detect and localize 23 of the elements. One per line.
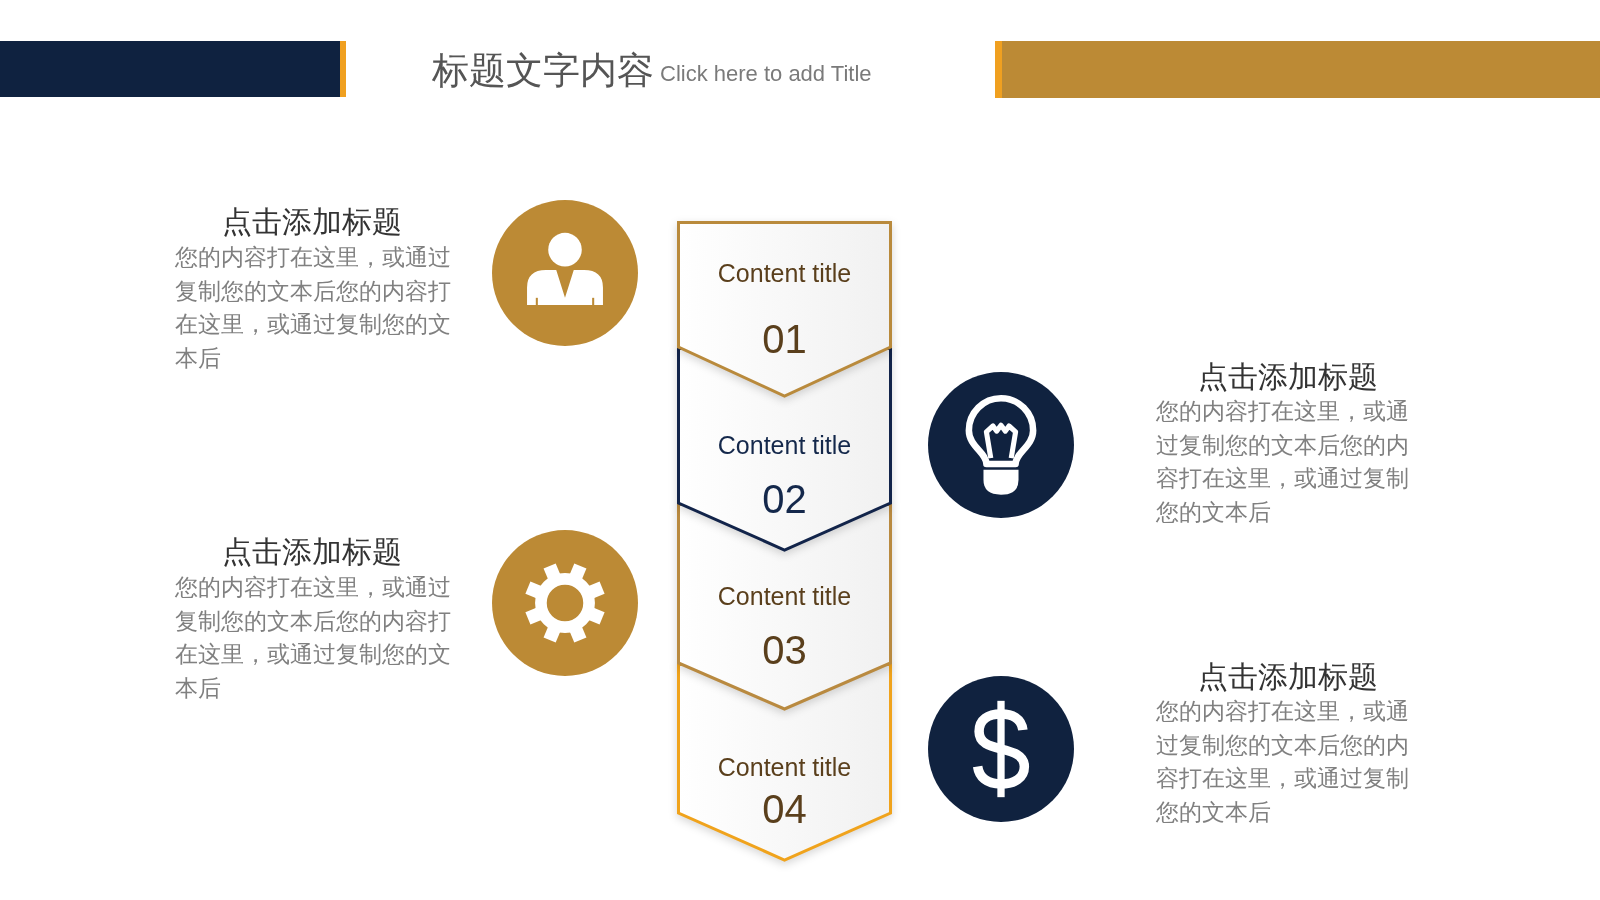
- chevron-shape: [677, 221, 892, 398]
- step-title: Content title: [717, 754, 852, 780]
- step-title: Content title: [717, 432, 852, 458]
- dollar-icon: [928, 676, 1074, 822]
- gear-icon: [492, 530, 638, 676]
- block-heading: 点击添加标题: [222, 537, 402, 567]
- slide-title: 标题文字内容: [432, 52, 654, 89]
- body-text: 您的内容打在这里，或通过复制您的文本后您的内容打在这里，或通过复制您的文本后: [1156, 698, 1410, 827]
- step-title: Content title: [717, 260, 852, 286]
- block-heading: 点击添加标题: [222, 207, 402, 237]
- body-text: 您的内容打在这里，或通过复制您的文本后您的内容打在这里，或通过复制您的文本后: [1156, 398, 1410, 527]
- step-number: 03: [762, 630, 807, 670]
- lightbulb-icon: [928, 372, 1074, 518]
- body-text: 您的内容打在这里，或通过复制您的文本后您的内容打在这里，或通过复制您的文本后: [175, 244, 452, 373]
- block-heading: 点击添加标题: [1198, 362, 1378, 392]
- step-number: 02: [762, 479, 807, 519]
- body-text: 您的内容打在这里，或通过复制您的文本后您的内容打在这里，或通过复制您的文本后: [175, 574, 452, 703]
- subtitle: Click here to add Title: [660, 63, 872, 85]
- step-title: Content title: [717, 583, 852, 609]
- step-number: 04: [762, 789, 807, 829]
- step-number: 01: [762, 319, 807, 359]
- block-heading: 点击添加标题: [1198, 662, 1378, 692]
- person-icon: [492, 200, 638, 346]
